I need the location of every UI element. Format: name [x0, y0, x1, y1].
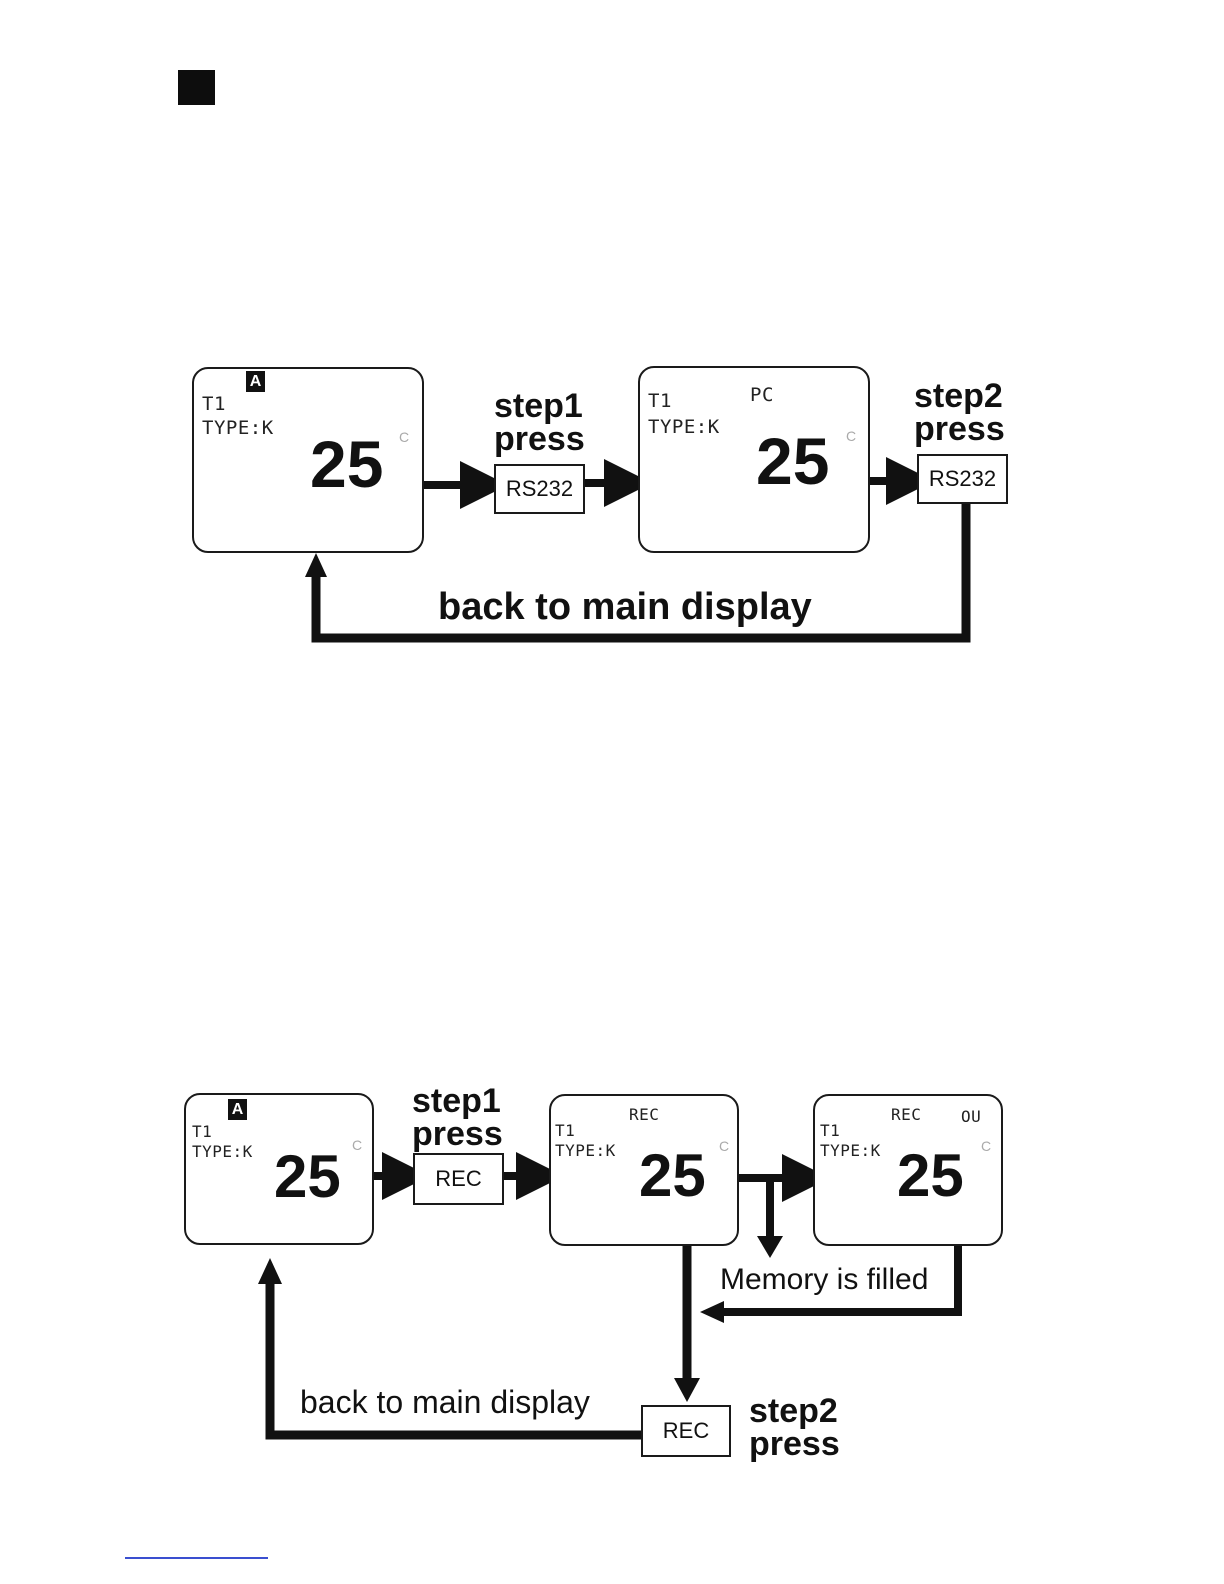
temperature-value: 25: [274, 1147, 341, 1207]
temperature-unit: C: [846, 428, 856, 444]
d1-back-to-main-label: back to main display: [438, 586, 812, 629]
channel-label: T1: [648, 390, 672, 412]
d2-memory-return-arrowhead: [700, 1301, 724, 1323]
d1-rs232-key-step2[interactable]: RS232: [917, 454, 1008, 504]
d2-step2-arrowhead: [674, 1378, 700, 1402]
step-action: press: [749, 1428, 840, 1461]
temperature-value: 25: [639, 1146, 706, 1206]
thermocouple-type: TYPE:K: [555, 1140, 616, 1162]
step-action: press: [412, 1118, 503, 1151]
auto-mode-icon: A: [246, 371, 265, 392]
d1-return-arrowhead: [305, 553, 327, 577]
step-number: step1: [412, 1085, 503, 1118]
step-number: step2: [914, 380, 1005, 413]
channel-label: T1: [202, 393, 226, 415]
d2-main-display: A T1 TYPE:K 25 C: [184, 1093, 374, 1245]
thermocouple-type: TYPE:K: [820, 1140, 881, 1162]
d1-step2-label: step2 press: [914, 380, 1005, 446]
d2-memory-full-display: REC OU T1 TYPE:K 25 C: [813, 1094, 1003, 1246]
temperature-unit: C: [399, 429, 409, 445]
footer-rule: [125, 1557, 268, 1559]
channel-label: T1: [555, 1120, 575, 1142]
step-action: press: [914, 413, 1005, 446]
step-action: press: [494, 423, 585, 456]
thermocouple-type: TYPE:K: [202, 417, 274, 439]
d2-step2-label: step2 press: [749, 1395, 840, 1461]
d2-memory-arrowhead: [757, 1236, 783, 1258]
step-number: step2: [749, 1395, 840, 1428]
step-number: step1: [494, 390, 585, 423]
d2-back-to-main-label: back to main display: [300, 1384, 590, 1421]
temperature-value: 25: [756, 428, 829, 494]
temperature-value: 25: [310, 431, 383, 497]
temperature-unit: C: [981, 1138, 991, 1154]
d2-memory-filled-label: Memory is filled: [720, 1263, 928, 1297]
rec-mode-indicator: REC: [891, 1104, 921, 1126]
d2-rec-key-step1[interactable]: REC: [413, 1153, 504, 1205]
temperature-unit: C: [352, 1137, 362, 1153]
overflow-indicator: OU: [961, 1106, 981, 1128]
d1-step1-label: step1 press: [494, 390, 585, 456]
d2-rec-key-step2[interactable]: REC: [641, 1405, 731, 1457]
d1-main-display: A T1 TYPE:K 25 C: [192, 367, 424, 553]
auto-mode-icon: A: [228, 1099, 247, 1120]
d2-rec-display: REC T1 TYPE:K 25 C: [549, 1094, 739, 1246]
d1-rs232-key-step1[interactable]: RS232: [494, 464, 585, 514]
channel-label: T1: [820, 1120, 840, 1142]
channel-label: T1: [192, 1121, 212, 1143]
rec-mode-indicator: REC: [629, 1104, 659, 1126]
thermocouple-type: TYPE:K: [648, 416, 720, 438]
d2-return-arrowhead: [258, 1258, 282, 1284]
d1-pc-display: T1 PC TYPE:K 25 C: [638, 366, 870, 553]
temperature-value: 25: [897, 1146, 964, 1206]
d2-step1-label: step1 press: [412, 1085, 503, 1151]
thermocouple-type: TYPE:K: [192, 1141, 253, 1163]
pc-mode-indicator: PC: [750, 384, 774, 406]
temperature-unit: C: [719, 1138, 729, 1154]
